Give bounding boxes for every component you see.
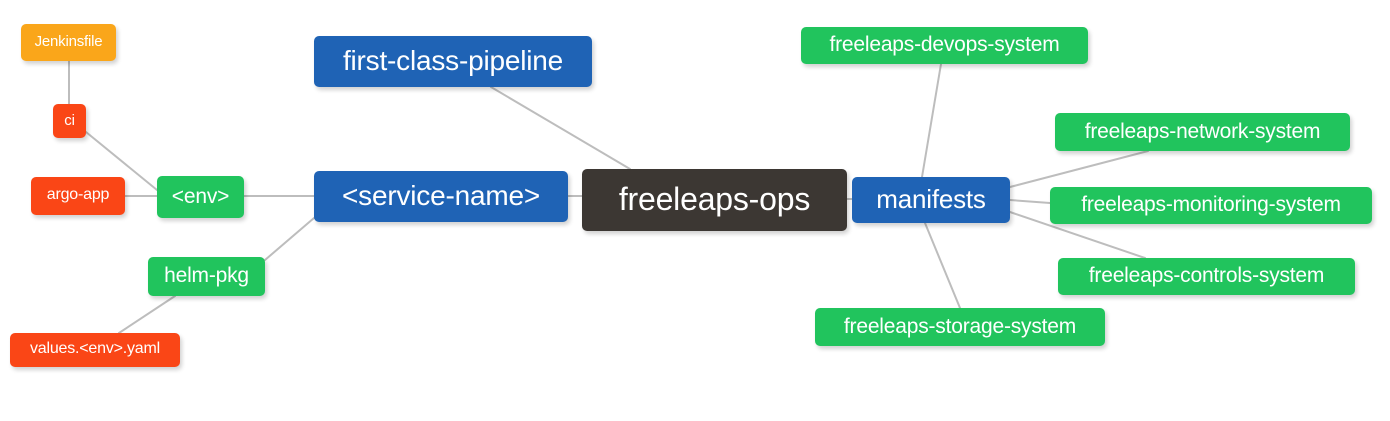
mindmap-node-freeleaps-storage-system[interactable]: freeleaps-storage-system: [815, 308, 1105, 346]
node-label: argo-app: [46, 186, 110, 203]
mindmap-node-ci[interactable]: ci: [53, 104, 86, 138]
mindmap-node-argo-app[interactable]: argo-app: [31, 177, 125, 215]
edge-manifests-to-freeleaps-network-system: [1009, 150, 1149, 188]
node-label: freeleaps-storage-system: [843, 314, 1077, 338]
mindmap-node-freeleaps-devops-system[interactable]: freeleaps-devops-system: [801, 27, 1088, 64]
mindmap-node-first-class-pipeline[interactable]: first-class-pipeline: [314, 36, 592, 87]
node-label: <env>: [171, 184, 230, 208]
mindmap-node-manifests[interactable]: manifests: [852, 177, 1010, 223]
node-label: freeleaps-network-system: [1084, 119, 1321, 143]
node-label: freeleaps-ops: [618, 181, 811, 217]
mindmap-node-env[interactable]: <env>: [157, 176, 244, 218]
node-label: <service-name>: [342, 179, 540, 211]
mindmap-node-helm-pkg[interactable]: helm-pkg: [148, 257, 265, 296]
mindmap-node-values-yaml[interactable]: values.<env>.yaml: [10, 333, 180, 367]
mindmap-node-freeleaps-network-system[interactable]: freeleaps-network-system: [1055, 113, 1350, 151]
edge-manifests-to-freeleaps-devops-system: [921, 63, 942, 178]
edge-manifests-to-freeleaps-storage-system: [924, 222, 961, 309]
edge-manifests-to-freeleaps-monitoring-system: [1009, 199, 1051, 204]
node-label: ci: [64, 111, 75, 129]
mindmap-node-jenkinsfile[interactable]: Jenkinsfile: [21, 24, 116, 61]
mindmap-node-freeleaps-monitoring-system[interactable]: freeleaps-monitoring-system: [1050, 187, 1372, 224]
edge-first-class-pipeline-to-freeleaps-ops: [490, 86, 631, 170]
node-label: first-class-pipeline: [342, 44, 564, 76]
mindmap-node-service-name[interactable]: <service-name>: [314, 171, 568, 222]
edge-service-name-to-helm-pkg: [264, 217, 315, 261]
node-label: values.<env>.yaml: [29, 340, 160, 357]
node-label: freeleaps-controls-system: [1088, 264, 1325, 287]
node-label: freeleaps-monitoring-system: [1081, 193, 1341, 216]
node-label: freeleaps-devops-system: [829, 33, 1060, 56]
node-label: Jenkinsfile: [34, 33, 103, 50]
node-label: helm-pkg: [164, 264, 249, 287]
edge-helm-pkg-to-values-yaml: [118, 295, 176, 334]
mindmap-node-freeleaps-ops[interactable]: freeleaps-ops: [582, 169, 847, 231]
node-label: manifests: [876, 184, 986, 214]
mindmap-node-freeleaps-controls-system[interactable]: freeleaps-controls-system: [1058, 258, 1355, 295]
